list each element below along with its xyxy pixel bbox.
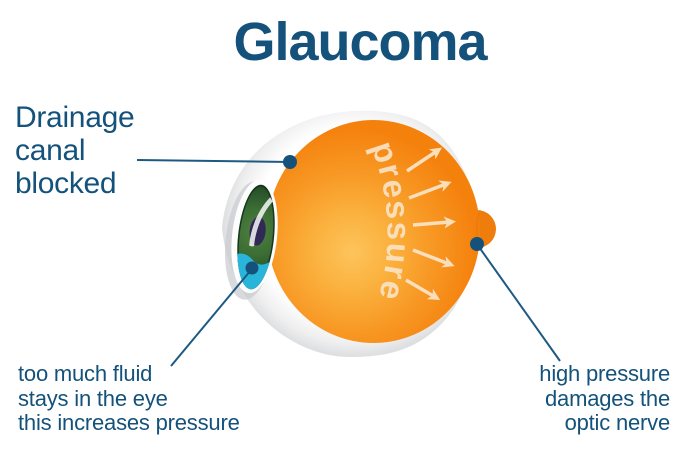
iris-highlight <box>249 197 273 247</box>
page-title: Glaucoma <box>233 12 487 72</box>
optic-dot <box>470 237 484 251</box>
fluid-leader-line <box>170 269 252 367</box>
pressure-arrow-1 <box>406 147 442 173</box>
leader-lines <box>136 159 561 367</box>
drainage-label-line2: canal <box>15 134 86 167</box>
eyeball-orange <box>267 120 480 343</box>
pressure-arrow-3 <box>412 216 456 229</box>
optic-label-line3: optic nerve <box>564 410 671 435</box>
drainage-label-line1: Drainage <box>15 101 135 134</box>
pressure-arrow-2 <box>408 180 452 200</box>
fluid-dot <box>245 261 259 275</box>
leader-dots <box>245 155 484 275</box>
pressure-arrow-5 <box>405 278 441 301</box>
optic-label-line1: high pressure <box>539 361 670 386</box>
fluid-label-line1: too much fluid <box>18 361 153 386</box>
fluid-label-line2: stays in the eye <box>18 385 168 411</box>
optic-leader-line <box>478 246 561 362</box>
pressure-arrows <box>405 147 456 301</box>
drainage-label: Drainage canal blocked <box>15 101 135 200</box>
optic-label-line2: damages the <box>545 385 670 411</box>
drainage-leader-line <box>136 159 291 163</box>
drainage-dot <box>283 155 297 169</box>
fluid-label: too much fluid stays in the eye this inc… <box>18 361 240 436</box>
drainage-label-line3: blocked <box>15 167 117 200</box>
pressure-arrow-4 <box>412 248 455 268</box>
optic-nerve-label: high pressure damages the optic nerve <box>539 361 671 436</box>
fluid-label-line3: this increases pressure <box>18 410 240 435</box>
